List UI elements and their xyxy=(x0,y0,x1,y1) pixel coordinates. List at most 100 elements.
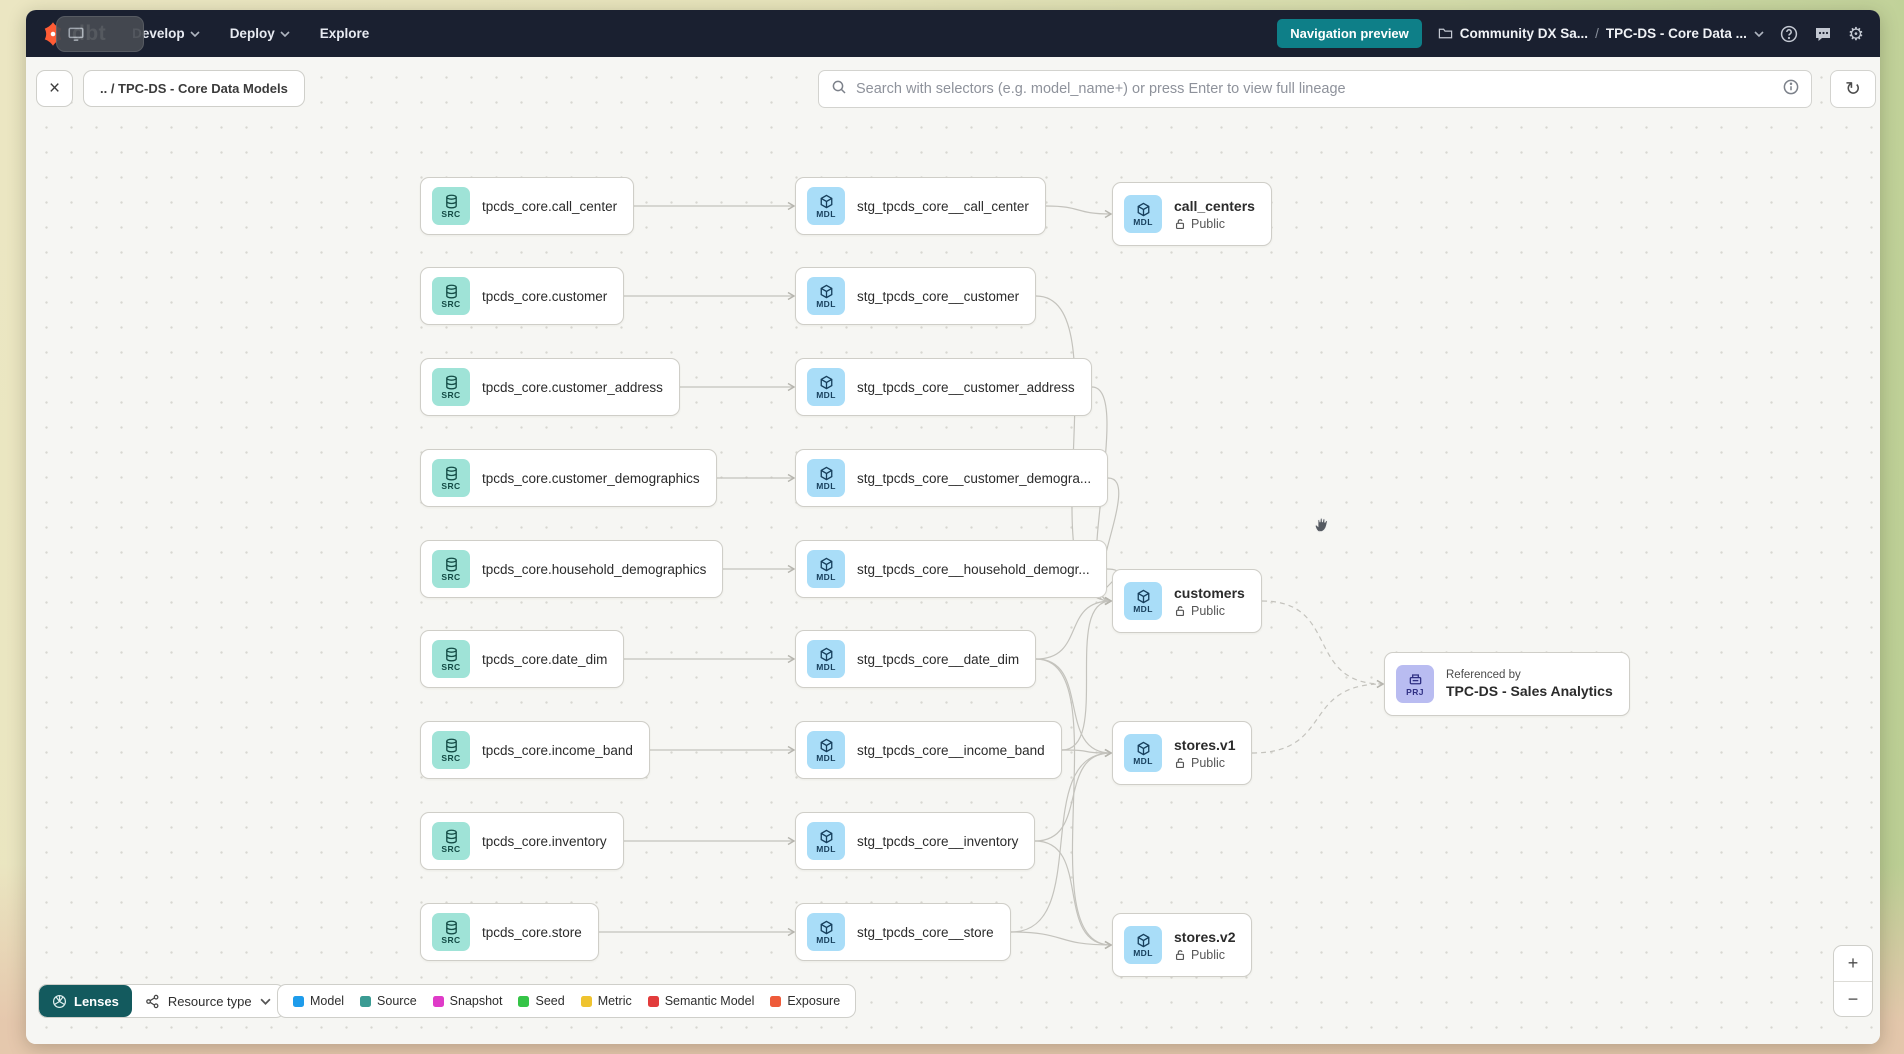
settings-gear-icon[interactable]: ⚙ xyxy=(1847,23,1864,44)
badge-label: SRC xyxy=(441,571,461,582)
node-title: tpcds_core.household_demographics xyxy=(482,561,707,577)
node-text: tpcds_core.store xyxy=(482,925,582,940)
node-toplabel: Referenced by xyxy=(1446,669,1521,681)
node-access: Public xyxy=(1174,217,1255,231)
legend-swatch xyxy=(580,995,592,1007)
badge-label: SRC xyxy=(441,298,461,309)
search-input[interactable] xyxy=(856,81,1774,97)
navigation-preview-button[interactable]: Navigation preview xyxy=(1277,19,1422,48)
legend-swatch xyxy=(518,995,530,1007)
lineage-node-stg_inventory[interactable]: MDL stg_tpcds_core__inventory xyxy=(795,812,1036,870)
node-title: TPC-DS - Sales Analytics xyxy=(1446,683,1613,699)
node-title: stg_tpcds_core__household_demogr... xyxy=(857,561,1090,577)
legend-swatch xyxy=(293,995,304,1007)
node-text: tpcds_core.income_band xyxy=(482,743,633,758)
resource-badge-mdl: MDL xyxy=(807,368,845,406)
node-access: Public xyxy=(1174,756,1235,770)
folder-icon xyxy=(1438,28,1452,39)
lineage-node-stg_customer_address[interactable]: MDL stg_tpcds_core__customer_address xyxy=(795,358,1092,416)
account-name[interactable]: Community DX Sa... xyxy=(1459,26,1589,41)
resource-badge-src: SRC xyxy=(432,550,470,588)
node-text: tpcds_core.customer_demographics xyxy=(482,471,700,486)
node-title: tpcds_core.customer xyxy=(482,288,608,304)
node-title: stg_tpcds_core__inventory xyxy=(857,833,1019,849)
database-icon xyxy=(445,194,457,208)
resource-badge-mdl: MDL xyxy=(1124,195,1162,233)
node-title: stg_tpcds_core__date_dim xyxy=(857,651,1020,667)
node-title: stg_tpcds_core__customer_address xyxy=(857,379,1075,395)
chevron-down-icon xyxy=(280,30,290,37)
lenses-toolbar: Lenses Resource type xyxy=(38,984,285,1018)
lineage-node-src_household_demographics[interactable]: SRC tpcds_core.household_demographics xyxy=(420,540,724,598)
badge-label: MDL xyxy=(816,934,836,945)
project-breadcrumb[interactable]: Community DX Sa... / TPC-DS - Core Data … xyxy=(1438,26,1764,41)
close-lineage-button[interactable]: × xyxy=(36,70,73,107)
lineage-node-src_customer[interactable]: SRC tpcds_core.customer xyxy=(420,267,625,325)
resource-badge-src: SRC xyxy=(432,459,470,497)
edge-stg_inventory-to-stores_v2 xyxy=(1034,840,1113,950)
node-title: stg_tpcds_core__call_center xyxy=(857,198,1029,214)
edge-stores_v1-to-prj_sales xyxy=(1251,679,1385,754)
resource-type-dropdown[interactable]: Resource type xyxy=(132,985,284,1017)
legend-label: Seed xyxy=(535,994,565,1008)
resource-badge-mdl: MDL xyxy=(807,822,845,860)
lineage-breadcrumb[interactable]: .. / TPC-DS - Core Data Models xyxy=(83,70,305,107)
lenses-button[interactable]: Lenses xyxy=(39,985,132,1017)
cube-icon xyxy=(1137,589,1149,603)
app-window: dbt Develop Deploy Explore Navigation pr… xyxy=(26,10,1880,1044)
node-text: tpcds_core.household_demographics xyxy=(482,562,706,577)
resource-badge-src: SRC xyxy=(432,640,470,678)
database-icon xyxy=(445,738,457,752)
zoom-in-button[interactable]: + xyxy=(1847,953,1859,973)
node-title: stg_tpcds_core__customer_demogra... xyxy=(857,470,1092,486)
lineage-searchbar xyxy=(818,70,1812,108)
nav-item-develop[interactable]: Develop xyxy=(132,26,200,41)
info-icon[interactable] xyxy=(1783,79,1799,100)
lineage-node-stg_date_dim[interactable]: MDL stg_tpcds_core__date_dim xyxy=(795,630,1037,688)
feedback-icon[interactable] xyxy=(1814,25,1832,43)
cube-icon xyxy=(1137,741,1149,755)
node-title: stg_tpcds_core__income_band xyxy=(857,742,1045,758)
cube-icon xyxy=(820,284,832,298)
project-name[interactable]: TPC-DS - Core Data ... xyxy=(1605,26,1747,41)
resource-badge-src: SRC xyxy=(432,368,470,406)
resource-badge-src: SRC xyxy=(432,731,470,769)
database-icon xyxy=(445,647,457,661)
database-icon xyxy=(445,284,457,298)
lineage-node-src_income_band[interactable]: SRC tpcds_core.income_band xyxy=(420,721,650,779)
badge-label: MDL xyxy=(816,298,836,309)
zoom-out-button[interactable]: − xyxy=(1834,981,1872,1016)
chevron-down-icon xyxy=(190,30,200,37)
legend-swatch xyxy=(647,995,659,1007)
help-icon[interactable] xyxy=(1780,25,1798,43)
badge-label: MDL xyxy=(1133,603,1153,614)
database-icon xyxy=(445,557,457,571)
resource-badge-mdl: MDL xyxy=(1124,926,1162,964)
resource-badge-mdl: MDL xyxy=(807,640,845,678)
resource-badge-src: SRC xyxy=(432,277,470,315)
lineage-node-src_customer_demographics[interactable]: SRC tpcds_core.customer_demographics xyxy=(420,449,717,507)
zoom-controls: + − xyxy=(1833,945,1873,1017)
nav-item-explore[interactable]: Explore xyxy=(319,26,370,41)
nav-item-deploy[interactable]: Deploy xyxy=(230,26,290,41)
refresh-lineage-button[interactable]: ↻ xyxy=(1830,70,1876,108)
